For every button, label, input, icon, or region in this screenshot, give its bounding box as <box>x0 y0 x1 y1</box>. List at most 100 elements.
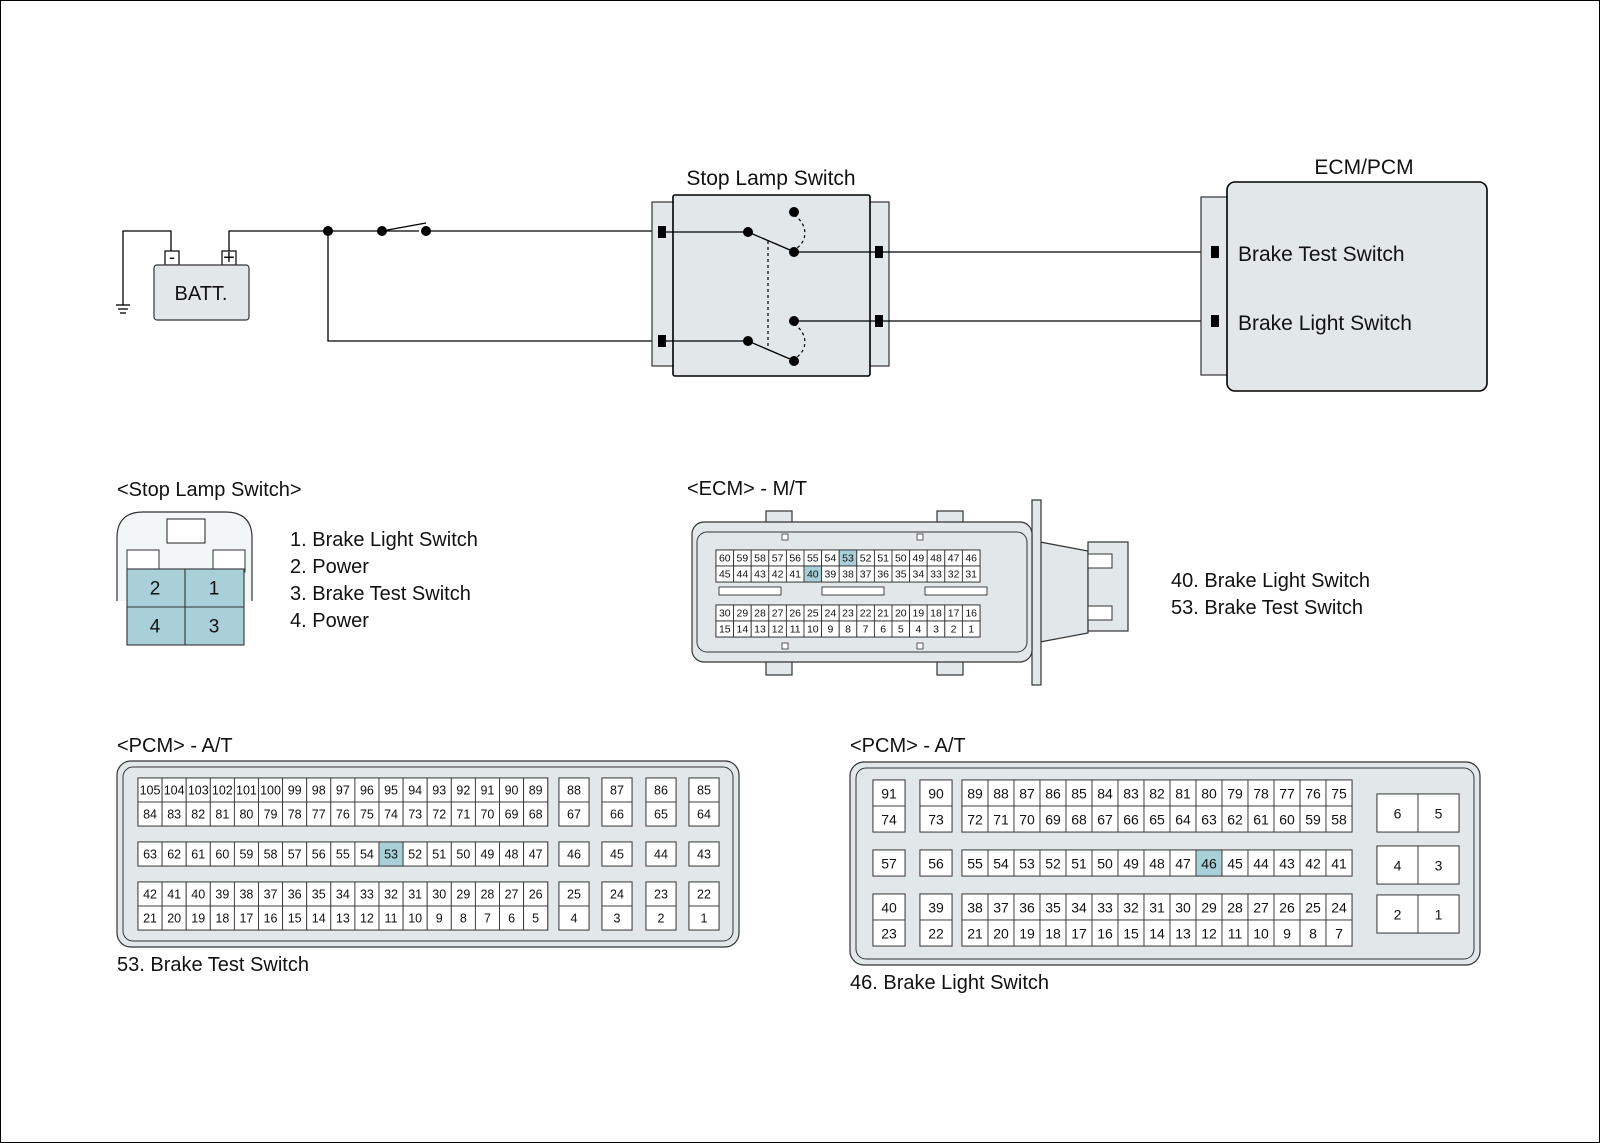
pin-label: 17 <box>1071 926 1087 942</box>
pin-label: 34 <box>336 888 350 902</box>
pin-label: 79 <box>264 808 278 822</box>
pin-cell <box>1273 849 1301 877</box>
pin-label: 97 <box>336 784 350 798</box>
pin-label: 14 <box>312 912 326 926</box>
pin-cell <box>1117 849 1145 877</box>
pin-marker <box>875 246 883 258</box>
pin-cell <box>161 881 187 907</box>
pin-label: 86 <box>1045 786 1061 802</box>
pin-label: 33 <box>360 888 374 902</box>
pin-label: 80 <box>239 808 253 822</box>
pin-cell <box>282 777 308 803</box>
pin-label: 49 <box>480 848 494 862</box>
pin-cell <box>523 841 549 867</box>
pin-cell <box>558 801 590 827</box>
pin-label: 64 <box>697 808 711 822</box>
pin-cell <box>1039 893 1067 921</box>
pin-label: 91 <box>881 786 897 802</box>
slp-pin: 2 <box>150 579 161 600</box>
pin-label: 99 <box>288 784 302 798</box>
pin-cell <box>601 841 633 867</box>
pin-label: 8 <box>845 624 851 636</box>
pin-cell <box>961 919 989 947</box>
pin-cell <box>1417 845 1460 885</box>
pin-label: 48 <box>505 848 519 862</box>
pin-label: 13 <box>754 624 766 636</box>
pin-cell <box>872 893 906 921</box>
pin-label: 57 <box>772 553 784 565</box>
pin-cell <box>961 620 981 638</box>
pin-cell <box>209 777 235 803</box>
stop-lamp-connector-title: <Stop Lamp Switch> <box>117 479 302 501</box>
pin-cell <box>961 893 989 921</box>
pin-cell <box>233 881 259 907</box>
pin-cell-highlighted <box>1195 849 1223 877</box>
pin-label: 37 <box>993 900 1009 916</box>
pin-cell <box>523 881 549 907</box>
pin-label: 50 <box>895 553 907 565</box>
pin-label: 23 <box>654 888 668 902</box>
pin-cell <box>1417 793 1460 833</box>
pin-label: 43 <box>1279 856 1295 872</box>
pin-cell <box>645 841 677 867</box>
pin-cell <box>523 777 549 803</box>
pin-label: 61 <box>1253 812 1269 828</box>
pin-label: 16 <box>1097 926 1113 942</box>
pin-label: 16 <box>965 608 977 620</box>
pin-cell <box>499 841 525 867</box>
pin-label: 105 <box>140 784 161 798</box>
pin-cell <box>601 905 633 931</box>
pin-cell <box>872 779 906 807</box>
pin-cell <box>426 801 452 827</box>
pin-label: 71 <box>456 808 470 822</box>
pin-cell <box>161 777 187 803</box>
pin-label: 27 <box>772 608 784 620</box>
pin-label: 86 <box>654 784 668 798</box>
slp-pin: 3 <box>209 617 220 638</box>
pin-cell <box>919 919 953 947</box>
pin-label: 35 <box>312 888 326 902</box>
pin-label: 22 <box>860 608 872 620</box>
pin-label: 56 <box>789 553 801 565</box>
pin-label: 13 <box>336 912 350 926</box>
pin-cell <box>1221 893 1249 921</box>
pin-cell <box>1117 893 1145 921</box>
pin-label: 92 <box>456 784 470 798</box>
pin-label: 36 <box>288 888 302 902</box>
pin-label: 31 <box>965 569 977 581</box>
pin-label: 76 <box>336 808 350 822</box>
pin-cell <box>1299 849 1327 877</box>
pin-cell <box>1117 919 1145 947</box>
pin-cell <box>474 801 500 827</box>
pin-cell <box>1273 805 1301 833</box>
pin-label: 60 <box>1279 812 1295 828</box>
pin-label: 24 <box>610 888 624 902</box>
pin-cell <box>1065 849 1093 877</box>
battery-positive-wire <box>228 230 419 251</box>
pin-label: 60 <box>719 553 731 565</box>
pin-label: 62 <box>1227 812 1243 828</box>
ecm-connector <box>1200 196 1230 376</box>
pin-label: 81 <box>1175 786 1191 802</box>
pin-label: 29 <box>1201 900 1217 916</box>
pin-cell <box>1091 893 1119 921</box>
pin-label: 20 <box>895 608 907 620</box>
pin-cell <box>402 841 428 867</box>
pin-label: 36 <box>877 569 889 581</box>
pin-label: 91 <box>480 784 494 798</box>
pin-label: 15 <box>288 912 302 926</box>
pin-label: 66 <box>1123 812 1139 828</box>
pin-cell <box>378 777 404 803</box>
pin-label: 15 <box>719 624 731 636</box>
pin-label: 34 <box>913 569 925 581</box>
pin-label: 18 <box>1045 926 1061 942</box>
pin-label: 53 <box>384 848 398 862</box>
pin-label: 5 <box>1435 806 1443 822</box>
pin-label: 90 <box>505 784 519 798</box>
slp-pin: 4 <box>150 617 161 638</box>
pin-label: 7 <box>1335 926 1343 942</box>
pin-label: 78 <box>1253 786 1269 802</box>
pin-label: 87 <box>1019 786 1035 802</box>
